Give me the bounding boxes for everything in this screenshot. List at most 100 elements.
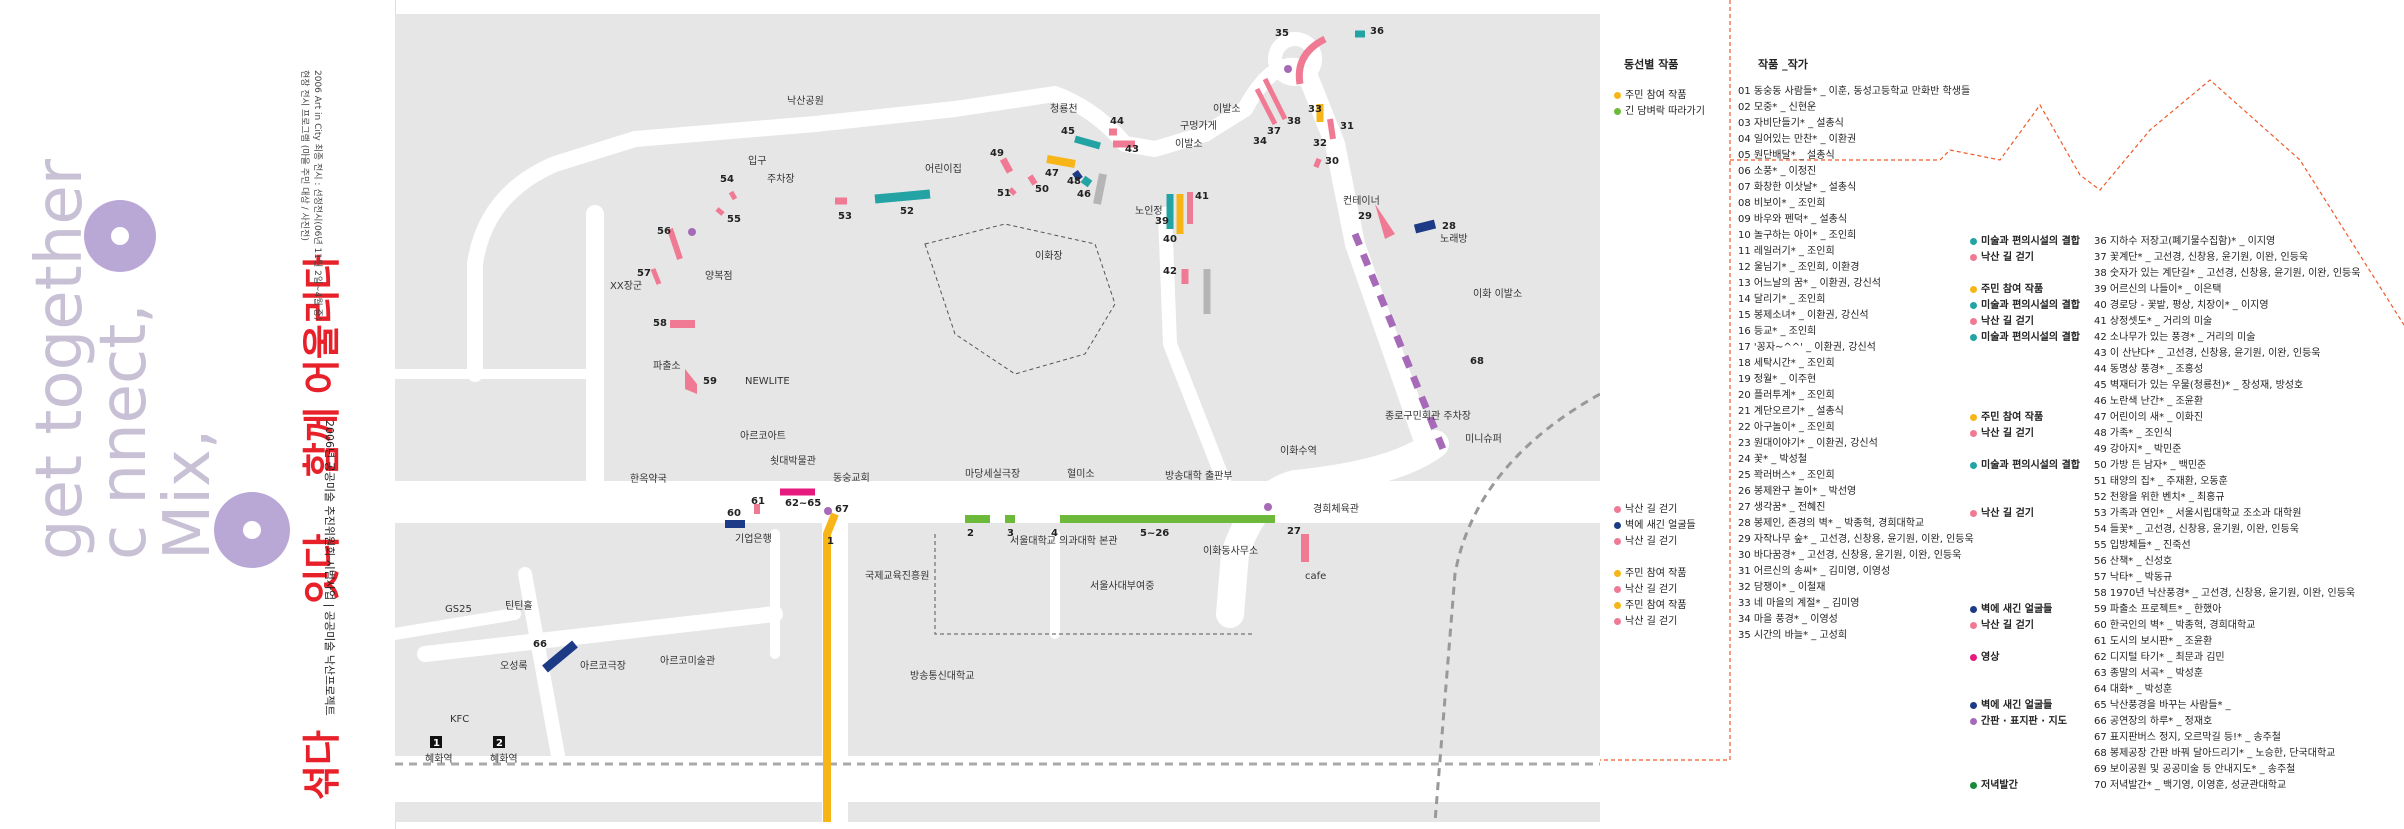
site-num-59: 59 — [703, 376, 717, 387]
work-entry: 10 놀구하는 아이* _ 조인희 — [1738, 230, 1857, 241]
ihwajang-road — [1158, 207, 1232, 491]
site-num-41: 41 — [1195, 191, 1209, 202]
marker-28 — [1413, 219, 1437, 234]
work-entry: 56 산책* _ 신성호 — [2094, 556, 2173, 567]
site-num-57: 57 — [637, 268, 651, 279]
site-markers — [542, 30, 1449, 822]
work-entry: 39 어르신의 나들이* _ 이은택 — [2094, 284, 2222, 295]
label-newlite: NEWLITE — [745, 376, 790, 387]
side-road-1 — [417, 606, 783, 662]
col1-group-1-item: 낙산 길 걷기 — [1614, 500, 1677, 515]
site-num-58: 58 — [653, 318, 667, 329]
site-num-32: 32 — [1313, 138, 1327, 149]
category-entry: 낙산 길 걷기 — [1970, 426, 2034, 442]
label-yangbokjeom: 양복점 — [705, 270, 733, 282]
work-entry: 24 꽃* _ 박성철 — [1738, 454, 1808, 465]
lower-block-outline — [934, 534, 1255, 635]
work-entry: 67 표지판버스 정지, 오르막길 등!* _ 송주철 — [2094, 732, 2281, 743]
label-hyeolmiso: 혈미소 — [1067, 467, 1095, 480]
bullet-icon — [1614, 601, 1621, 609]
category-label: 벽에 새긴 얼굴들 — [1981, 604, 2053, 615]
work-entry: 12 울님기* _ 조인희, 이환경 — [1738, 262, 1860, 273]
label-naksan-park: 낙산공원 — [787, 95, 824, 107]
bullet-icon — [1614, 505, 1621, 513]
bullet-icon — [1614, 91, 1621, 99]
category-entry: 벽에 새긴 얼굴들 — [1970, 602, 2052, 618]
work-entry: 41 상정셋도* _ 거리의 미술 — [2094, 316, 2213, 327]
label-arko-museum: 아르코미술관 — [660, 655, 715, 667]
site-num-3: 3 — [1007, 528, 1014, 539]
label-ihwa-dongsa: 이화동사무소 — [1203, 545, 1258, 557]
work-entry: 05 원단배달* _ 설총식 — [1738, 150, 1835, 161]
marker-50 — [1027, 174, 1038, 186]
exit-1-box — [430, 736, 442, 748]
category-entry: 벽에 새긴 얼굴들 — [1970, 698, 2052, 714]
ihwajang-outline — [924, 223, 1116, 375]
site-num-68: 68 — [1470, 356, 1484, 367]
bullet-icon — [1614, 107, 1621, 115]
label-noraebang: 노래방 — [1440, 233, 1468, 245]
label-hyehwa2: 혜화역 — [490, 753, 518, 765]
work-entry: 48 가족* _ 조인식 — [2094, 428, 2173, 439]
bullet-icon — [1614, 617, 1621, 625]
category-label: 미술과 편의시설의 결합 — [1981, 332, 2080, 343]
exit-1-number: 1 — [433, 738, 440, 749]
marker-51 — [1008, 187, 1017, 196]
label-heagong: 어린이집 — [925, 163, 962, 175]
col1-group-label: 주민 참여 작품 — [1625, 600, 1687, 611]
site-num-60: 60 — [727, 508, 741, 519]
work-entry: 40 경로당 - 꽃밭, 평상, 치장이* _ 이지영 — [2094, 300, 2269, 311]
col1-group-label: 낙산 길 걷기 — [1625, 616, 1678, 627]
category-entry: 낙산 길 걷기 — [1970, 506, 2034, 522]
site-num-46: 46 — [1077, 189, 1091, 200]
category-entry: 저녁발간 — [1970, 778, 2018, 794]
work-entry: 54 들꽃* _ 고선경, 신창용, 윤기원, 이완, 인등욱 — [2094, 524, 2299, 535]
work-entry: 17 '꽁자~^^' _ 이환권, 강신석 — [1738, 342, 1876, 353]
work-entry: 09 바우와 펜덕* _ 설총식 — [1738, 214, 1848, 225]
work-entry: 30 바다꿈경* _ 고선경, 신창용, 윤기원, 이완, 인등욱 — [1738, 550, 1962, 561]
label-ihwasuyeok: 이화수역 — [1280, 445, 1317, 457]
work-entry: 06 소풍* _ 이정진 — [1738, 166, 1817, 177]
category-entry: 미술과 편의시설의 결합 — [1970, 234, 2080, 250]
work-entry: 65 낙산풍경을 바꾸는 사람들* _ — [2094, 700, 2231, 711]
category-label: 간판 · 표지판 · 지도 — [1981, 716, 2067, 727]
col1-header: 동선별 작품 — [1624, 58, 1679, 71]
label-cafe: cafe — [1305, 571, 1326, 582]
site-num-4: 4 — [1051, 528, 1058, 539]
place-labels: 낙산공원 입구 주차장 XX장군 양복점 파출소 NEWLITE 아르코아트 쇳… — [425, 95, 1522, 765]
site-num-50: 50 — [1035, 184, 1049, 195]
site-num-45: 45 — [1061, 126, 1075, 137]
site-num-66: 66 — [533, 639, 547, 650]
marker-38 — [1262, 77, 1288, 121]
roads — [395, 32, 1600, 822]
label-ibalso2: 이발소 — [1175, 138, 1203, 150]
work-entry: 58 1970년 낙산풍경* _ 고선경, 신창용, 윤기원, 이완, 인등욱 — [2094, 588, 2356, 599]
work-entry: 46 노란색 난간* _ 조윤환 — [2094, 396, 2204, 407]
category-label: 낙산 길 걷기 — [1981, 316, 2034, 327]
title-panel: get together c nnect, Mix, 섞다 잇다 함께 어울리다… — [0, 0, 396, 829]
work-entry: 63 종말의 서곡* _ 박성훈 — [2094, 668, 2204, 679]
work-entry: 28 봉제인, 존경의 벽* _ 박종혁, 경희대학교 — [1738, 518, 1925, 529]
col1-group-2-item: 주민 참여 작품 — [1614, 564, 1687, 579]
category-label: 낙산 길 걷기 — [1981, 252, 2034, 263]
work-entry: 20 플러투계* _ 조인희 — [1738, 390, 1835, 401]
label-cheongun: 청룡천 — [1050, 103, 1078, 115]
work-entry: 62 디지털 타기* _ 최문과 김민 — [2094, 652, 2225, 663]
col1-group-label: 낙산 길 걷기 — [1625, 504, 1678, 515]
site-num-33: 33 — [1308, 104, 1322, 115]
site-num-53: 53 — [838, 211, 852, 222]
col1-item: 주민 참여 작품 — [1614, 86, 1687, 101]
col2-header: 작품 _작가 — [1758, 58, 1808, 71]
label-xx-soldier: XX장군 — [610, 280, 642, 292]
work-entry: 21 계단오르기* _ 설총식 — [1738, 406, 1844, 417]
work-entry: 37 꽃계단* _ 고선경, 신창용, 윤기원, 이완, 인등욱 — [2094, 252, 2309, 263]
work-entry: 29 자작나무 숲* _ 고선경, 신창용, 윤기원, 이완, 인등욱 — [1738, 534, 1974, 545]
marker-35 — [1295, 35, 1327, 85]
label-tinteol: 틴틴홀 — [505, 599, 533, 612]
korean-title-mix: 섞다 — [300, 730, 344, 800]
work-entry: 68 봉제공장 간판 바꿔 달아드리기* _ 노승한, 단국대학교 — [2094, 748, 2336, 759]
title-circles — [84, 200, 290, 568]
legend-panel: 동선별 작품 주민 참여 작품 긴 담벼락 따라가기 낙산 길 걷기 벽에 새긴… — [1600, 0, 2404, 829]
marker-68 — [1351, 232, 1449, 456]
site-num-62-65: 62~65 — [785, 498, 821, 509]
